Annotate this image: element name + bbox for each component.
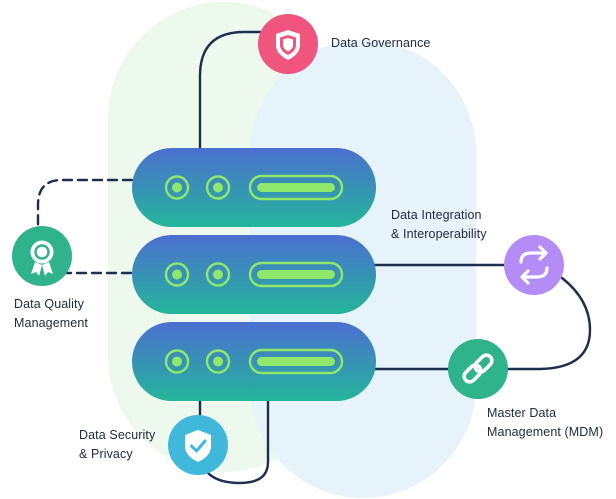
- node-governance: [258, 14, 318, 74]
- link-icon: [462, 353, 494, 384]
- server-unit-3: [132, 322, 376, 401]
- server-led: [164, 262, 190, 287]
- server-led: [205, 175, 231, 200]
- node-quality: [12, 226, 72, 286]
- label-mdm: Master Data Management (MDM): [487, 406, 604, 439]
- label-governance: Data Governance: [331, 36, 431, 50]
- server-indicator-bar: [248, 348, 344, 375]
- server-led: [164, 175, 190, 200]
- shield-icon: [276, 30, 300, 60]
- connector-governance: [198, 30, 292, 154]
- label-quality: Data Quality Management: [14, 297, 88, 330]
- sync-arrows-icon: [519, 245, 549, 285]
- connector-quality: [36, 178, 134, 234]
- node-integration: [504, 235, 564, 295]
- node-mdm: [448, 339, 508, 399]
- node-security: [168, 415, 228, 475]
- server-led: [205, 349, 231, 374]
- server-unit-2: [132, 235, 376, 314]
- server-indicator-bar: [248, 174, 344, 201]
- server-indicator-bar: [248, 261, 344, 288]
- connector-integration-mdm: [506, 276, 592, 371]
- server-stack: [132, 148, 376, 401]
- award-badge-icon: [30, 240, 54, 276]
- server-unit-1: [132, 148, 376, 227]
- shield-check-icon: [185, 430, 211, 462]
- server-led: [205, 262, 231, 287]
- server-led: [164, 349, 190, 374]
- label-integration: Data Integration & Interoperability: [391, 208, 487, 241]
- label-security: Data Security & Privacy: [79, 428, 156, 461]
